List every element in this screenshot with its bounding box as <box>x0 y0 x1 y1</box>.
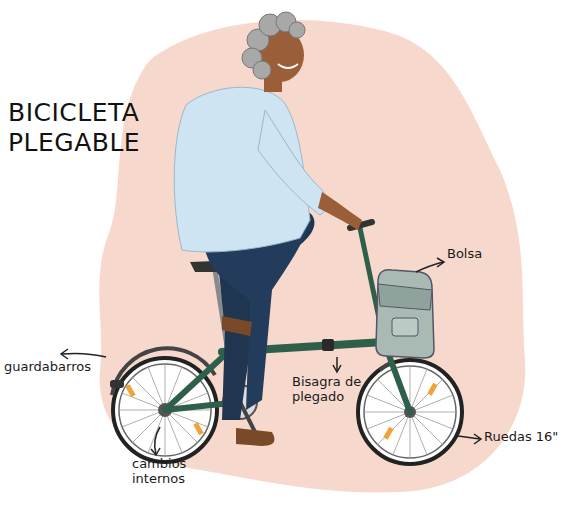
part-label: Ruedas 16" <box>484 430 562 445</box>
background-blob <box>99 20 525 492</box>
title: BICICLETA PLEGABLE <box>8 98 158 158</box>
part-label: guardabarros <box>4 360 114 375</box>
front-bag <box>376 270 434 358</box>
leader-arrows <box>61 258 481 455</box>
part-label: Bolsa <box>447 247 517 262</box>
rear-mudguard <box>112 348 215 395</box>
mudguard-roller <box>110 380 124 388</box>
part-label: cambios internos <box>132 457 212 487</box>
folding-hinge <box>322 339 334 351</box>
part-label: Bisagra de plegado <box>292 375 384 405</box>
